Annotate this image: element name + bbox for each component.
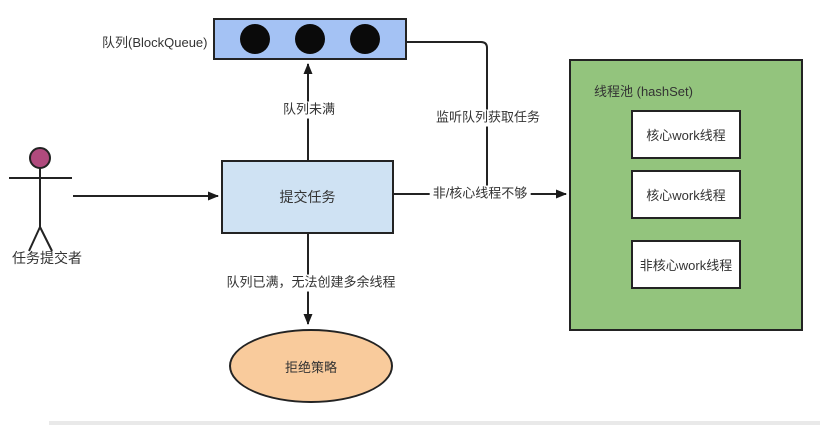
actor-leg-right (39, 226, 53, 252)
submit-task-box: 提交任务 (221, 160, 394, 234)
actor-head (29, 147, 51, 169)
actor-figure (9, 147, 72, 252)
thread-box: 核心work线程 (631, 170, 741, 219)
actor-leg-left (28, 226, 41, 252)
bottom-edge-strip (49, 421, 820, 425)
queue-label: 队列(BlockQueue) (102, 35, 208, 50)
thread-list: 核心work线程核心work线程非核心work线程 (571, 110, 801, 289)
queue-item-dot (350, 24, 380, 54)
reject-policy-label: 拒绝策略 (284, 359, 337, 375)
pool-title: 线程池 (hashSet) (594, 84, 693, 99)
thread-box: 非核心work线程 (631, 240, 741, 289)
thread-box: 核心work线程 (631, 110, 741, 159)
edge-label-threads-not-enough: 非/核心线程不够 (429, 185, 531, 203)
edge-label-queue-not-full: 队列未满 (279, 101, 339, 119)
edge-label-listen-queue: 监听队列获取任务 (432, 109, 544, 127)
submit-task-label: 提交任务 (279, 189, 336, 205)
queue-box (213, 18, 407, 60)
queue-item-dot (295, 24, 325, 54)
thread-pool-box: 线程池 (hashSet) 核心work线程核心work线程非核心work线程 (569, 59, 803, 331)
queue-item-dot (240, 24, 270, 54)
actor-label: 任务提交者 (12, 250, 82, 266)
reject-policy-ellipse: 拒绝策略 (229, 329, 393, 403)
edge-label-queue-full: 队列已满，无法创建多余线程 (223, 274, 399, 292)
